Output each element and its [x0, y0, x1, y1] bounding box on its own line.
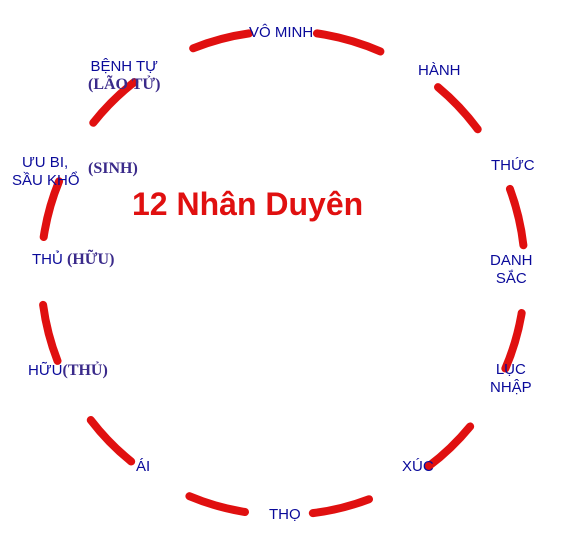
node-benh-tu-alt: (LÃO TỬ) — [88, 76, 161, 93]
node-danh-sac-line1: DANH — [490, 252, 533, 269]
node-huu: HỮU(THỦ) — [28, 362, 108, 380]
node-luc-nhap-line1: LỤC — [495, 361, 526, 378]
node-tho: THỌ — [269, 506, 301, 524]
ring-dashes — [37, 27, 529, 519]
node-hanh: HÀNH — [418, 62, 461, 80]
diagram-title: 12 Nhân Duyên — [132, 186, 364, 222]
node-huu-alt: (THỦ) — [62, 362, 108, 379]
node-vo-minh: VÔ MINH — [249, 24, 313, 42]
node-danh-sac-line2: SẮC — [495, 270, 527, 287]
node-ai: ÁI — [136, 458, 150, 476]
node-vo-minh-label: VÔ MINH — [249, 24, 314, 41]
node-ai-label: ÁI — [136, 458, 151, 475]
node-luc-nhap: LỤC NHẬP — [490, 361, 532, 397]
node-huu-label: HỮU — [28, 362, 63, 379]
node-benh-tu: BỆNH TỰ (LÃO TỬ) — [88, 58, 160, 94]
node-uu-bi-alt: (SINH) — [88, 160, 138, 177]
node-thu: THỦ (HỮU) — [32, 251, 114, 269]
node-uu-bi-line1: ƯU BI, — [22, 154, 69, 171]
node-thuc-label: THỨC — [491, 157, 535, 174]
node-thu-alt: (HỮU) — [67, 251, 115, 268]
node-thuc: THỨC — [491, 157, 535, 175]
node-benh-tu-label: BỆNH TỰ — [90, 58, 158, 75]
node-hanh-label: HÀNH — [418, 62, 461, 79]
node-thu-label: THỦ — [32, 251, 63, 268]
node-uu-bi-line2: SẦU KHỔ — [12, 172, 80, 189]
node-tho-label: THỌ — [269, 506, 301, 523]
node-luc-nhap-line2: NHẬP — [490, 379, 532, 396]
node-xuc-label: XÚC — [402, 458, 434, 475]
node-xuc: XÚC — [402, 458, 434, 476]
node-uu-bi: ƯU BI, SẦU KHỔ — [12, 154, 80, 190]
node-danh-sac: DANH SẮC — [490, 252, 533, 288]
